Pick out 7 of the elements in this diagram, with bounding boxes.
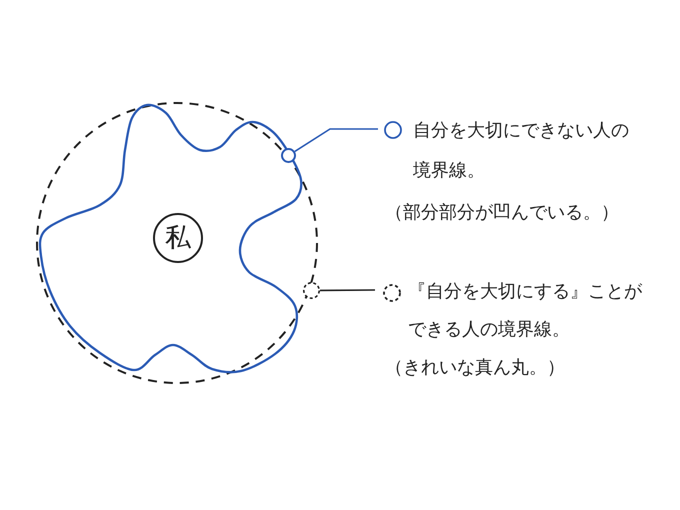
callout-note: （きれいな真ん丸。） — [385, 356, 565, 380]
callout-text: 『自分を大切にする』ことができる人の境界線。 — [408, 280, 644, 342]
callout-text: 自分を大切にできない人の境界線。 — [413, 119, 630, 183]
dashed-marker-circle — [303, 282, 320, 299]
callout-note: （部分部分が凹んでいる。） — [385, 201, 619, 225]
leader-line — [294, 128, 378, 152]
leader-line — [320, 289, 375, 292]
